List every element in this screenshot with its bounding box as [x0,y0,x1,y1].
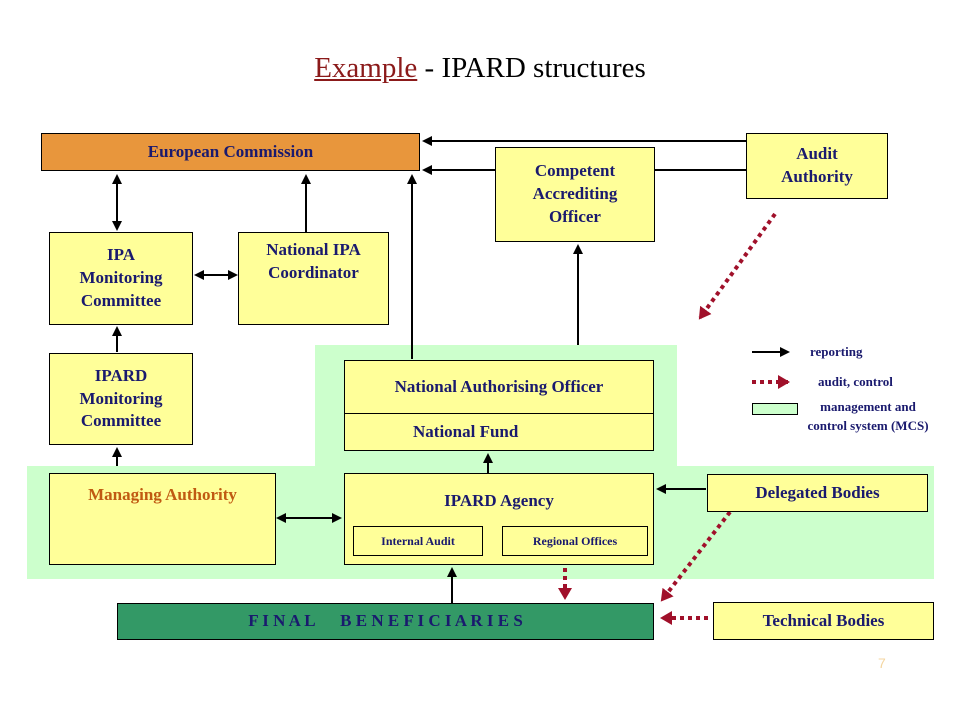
final-beneficiaries-label: F I N A L B E N E F I C I A R I E S [248,611,523,631]
delegated-bodies-box: Delegated Bodies [707,474,928,512]
title-prefix: Example [314,52,418,84]
managing-authority-box: Managing Authority [49,473,276,565]
national-ipa-coordinator-label: National IPA Coordinator [266,240,361,282]
regional-offices-label: Regional Offices [532,533,618,548]
competent-accrediting-officer-box: Competent Accrediting Officer [495,147,655,242]
national-authorising-officer-label: National Authorising Officer [394,376,604,396]
page-number: 7 [878,655,886,671]
technical-bodies-box: Technical Bodies [713,602,934,640]
ipard-monitoring-committee-box: IPARD Monitoring Committee [49,353,193,445]
title-rest: - IPARD structures [417,52,646,84]
final-beneficiaries-box: F I N A L B E N E F I C I A R I E S [117,603,654,640]
ipa-monitoring-committee-box: IPA Monitoring Committee [49,232,193,325]
page-title: Example - IPARD structures [0,52,960,85]
audit-authority-label: Audit Authority [781,144,853,186]
competent-accrediting-officer-label: Competent Accrediting Officer [532,161,618,226]
national-fund-label: National Fund [413,421,519,441]
legend-audit-control-label: audit, control [818,374,893,389]
national-authorising-officer-box: National Authorising Officer [344,360,654,414]
legend-mcs-label: management and control system (MCS) [807,399,929,433]
internal-audit-box: Internal Audit [353,526,483,556]
delegated-bodies-label: Delegated Bodies [755,482,880,502]
european-commission-label: European Commission [147,141,314,161]
national-fund-box: National Fund [344,413,654,451]
ipa-monitoring-committee-label: IPA Monitoring Committee [79,245,163,310]
regional-offices-box: Regional Offices [502,526,648,556]
legend-reporting-label: reporting [810,344,863,359]
technical-bodies-label: Technical Bodies [762,610,885,630]
european-commission-box: European Commission [41,133,420,171]
managing-authority-label: Managing Authority [88,485,237,504]
legend-mcs-swatch [752,403,798,415]
ipard-monitoring-committee-label: IPARD Monitoring Committee [79,365,163,431]
internal-audit-label: Internal Audit [381,533,455,548]
ipard-agency-label: IPARD Agency [444,491,554,510]
national-ipa-coordinator-box: National IPA Coordinator [238,232,389,325]
audit-authority-box: Audit Authority [746,133,888,199]
